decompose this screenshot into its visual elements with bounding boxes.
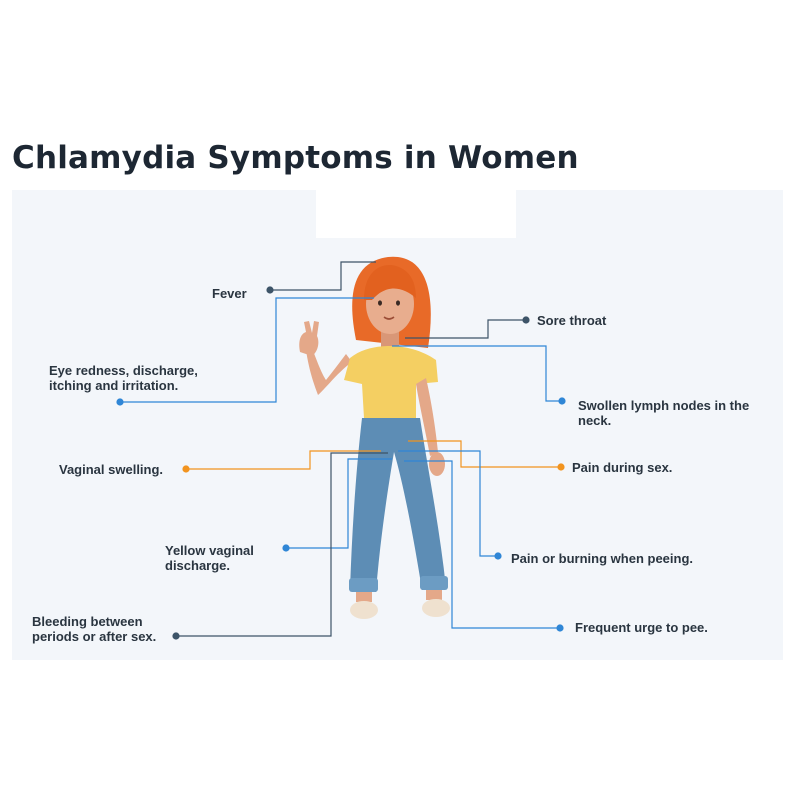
panel-notch: [316, 190, 516, 238]
leader-lines: [120, 261, 562, 637]
woman-figure: [299, 256, 450, 619]
label-yellow-discharge: Yellow vaginal discharge.: [165, 543, 254, 573]
dot-sore-throat: [522, 316, 530, 324]
label-pain-peeing: Pain or burning when peeing.: [511, 551, 694, 566]
dot-fever: [266, 286, 274, 294]
label-swollen-lymph: Swollen lymph nodes in the neck.: [578, 398, 750, 428]
dot-yellow-discharge: [282, 544, 290, 552]
shoe-left: [350, 601, 378, 619]
label-bleeding: Bleeding between periods or after sex.: [32, 614, 157, 644]
label-pain-sex: Pain during sex.: [572, 460, 673, 475]
dot-pain-peeing: [494, 552, 502, 560]
leader-dots: [116, 286, 566, 640]
shirt: [344, 346, 438, 418]
dot-swollen-lymph: [558, 397, 566, 405]
shoe-right: [422, 599, 450, 617]
raised-arm: [306, 348, 352, 395]
label-vaginal-swelling: Vaginal swelling.: [59, 462, 164, 477]
dot-bleeding: [172, 632, 180, 640]
label-eye-redness: Eye redness, discharge, itching and irri…: [49, 363, 198, 393]
dot-pain-sex: [557, 463, 565, 471]
dot-vaginal-swelling: [182, 465, 190, 473]
page-title: Chlamydia Symptoms in Women: [12, 140, 579, 176]
dot-urge: [556, 624, 564, 632]
label-urge: Frequent urge to pee.: [575, 620, 708, 635]
peace-hand: [299, 321, 319, 356]
label-fever: Fever: [212, 286, 247, 301]
dot-eye-redness: [116, 398, 124, 406]
label-sore-throat: Sore throat: [537, 313, 607, 328]
